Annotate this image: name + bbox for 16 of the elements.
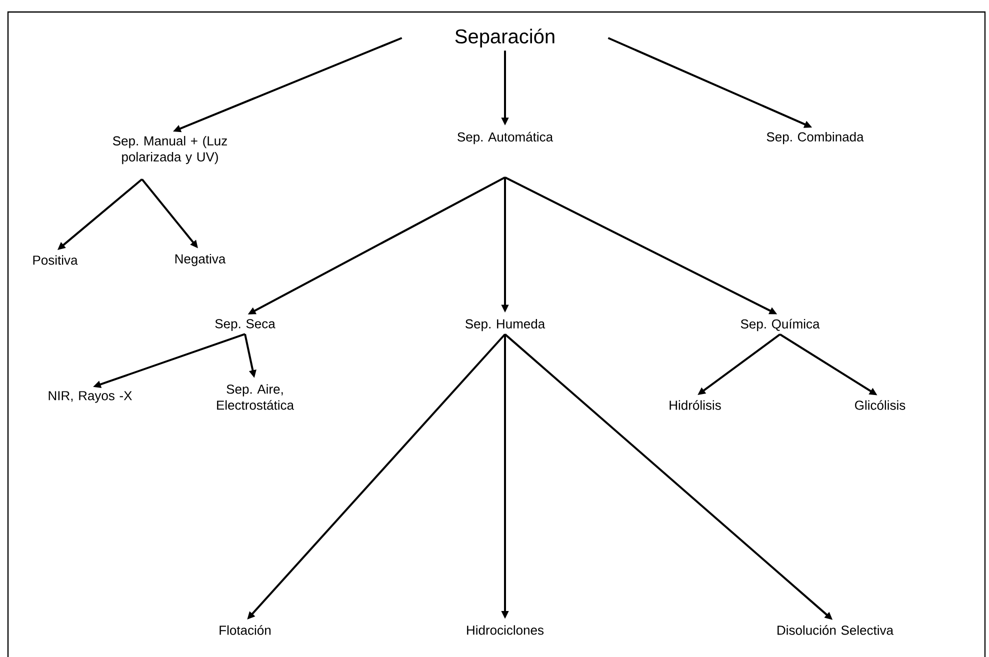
node-label: Sep. Aire, Electrostática xyxy=(217,384,294,410)
node-label: Hidrociclones xyxy=(467,625,544,635)
node-label: Disolución Selectiva xyxy=(778,625,894,635)
node-label: Positiva xyxy=(33,255,78,265)
node-label: Sep. Combinada xyxy=(766,132,864,144)
node-label: Flotación xyxy=(220,625,271,635)
node-label: Negativa xyxy=(175,254,226,266)
node-label: Separación xyxy=(455,28,554,48)
node-label: Hidrólisis xyxy=(670,400,721,410)
node-label: Sep. Manual + (Luz polarizada y UV) xyxy=(112,136,227,164)
node-label: NIR, Rayos -X xyxy=(48,391,132,403)
node-label: Sep. Automática xyxy=(458,132,554,144)
node-label: Glicólisis xyxy=(855,400,906,410)
node-label: Sep. Seca xyxy=(215,319,276,331)
node-label: Sep. Química xyxy=(740,318,820,332)
node-label: Sep. Humeda xyxy=(466,318,546,332)
